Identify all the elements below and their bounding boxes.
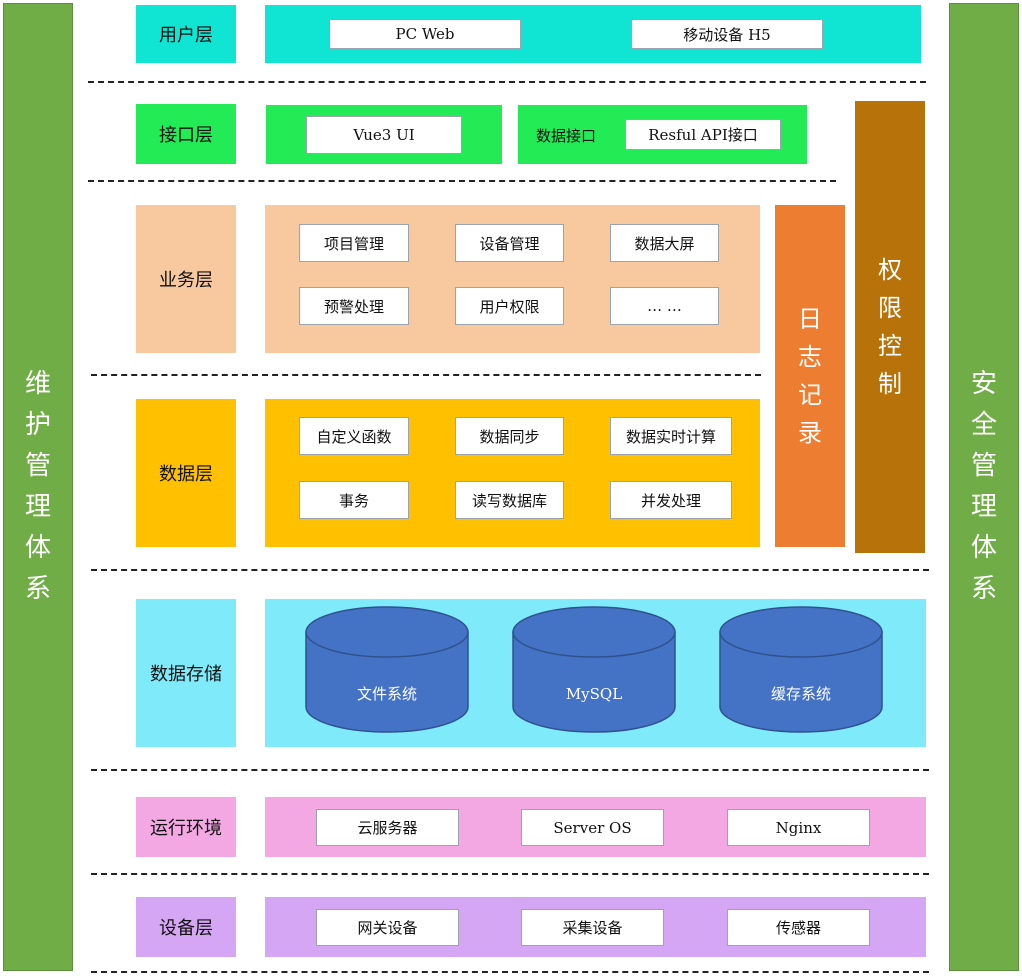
user-layer-label-text: 用户层 — [159, 25, 213, 46]
right-side-char: 系 — [970, 574, 997, 604]
permission-control-bar: 权 限 控 制 — [855, 101, 925, 553]
cylinder-mysql: MySQL — [512, 606, 676, 733]
interface-item-label: Vue3 UI — [353, 126, 415, 144]
data-item-label: 自定义函数 — [316, 427, 392, 446]
runtime-layer-label: 运行环境 — [136, 797, 236, 857]
runtime-item-label: Nginx — [775, 818, 822, 837]
data-item-label: 并发处理 — [640, 491, 701, 510]
left-side-char: 管 — [24, 451, 51, 481]
data-item: 并发处理 — [610, 481, 732, 519]
business-item: 项目管理 — [299, 224, 409, 262]
cylinder-label: 文件系统 — [357, 685, 417, 703]
business-item: … … — [610, 287, 719, 325]
permission-char: 限 — [878, 294, 902, 322]
left-side-bar: 维 护 管 理 体 系 — [3, 3, 73, 971]
business-item-label: 预警处理 — [323, 297, 384, 316]
runtime-item: Server OS — [521, 809, 664, 846]
separator-line — [91, 873, 929, 875]
runtime-item: Nginx — [727, 809, 870, 846]
interface-item-restful-api: Resful API接口 — [625, 119, 781, 150]
data-item-label: 事务 — [338, 491, 369, 510]
separator-line — [91, 769, 929, 771]
permission-char: 权 — [878, 256, 902, 284]
cylinder-cache-system: 缓存系统 — [719, 606, 883, 733]
right-side-char: 理 — [970, 492, 997, 522]
interface-sub-label: 数据接口 — [536, 120, 596, 150]
user-layer-label: 用户层 — [136, 5, 236, 63]
right-side-char: 体 — [970, 533, 997, 563]
business-item: 设备管理 — [455, 224, 564, 262]
right-side-char: 全 — [970, 410, 997, 440]
storage-layer-label-text: 数据存储 — [150, 664, 222, 685]
cylinder-label: MySQL — [566, 685, 622, 703]
device-item-label: 采集设备 — [562, 919, 623, 937]
separator-line — [91, 569, 929, 571]
separator-line — [88, 180, 836, 182]
data-item: 读写数据库 — [455, 481, 564, 519]
separator-line — [88, 81, 926, 83]
interface-layer-label: 接口层 — [136, 104, 236, 164]
data-item: 事务 — [299, 481, 409, 519]
interface-item-label: Resful API接口 — [648, 126, 758, 144]
runtime-item: 云服务器 — [316, 809, 459, 846]
left-side-char: 理 — [24, 492, 51, 522]
user-item-pc-web: PC Web — [329, 19, 521, 49]
left-side-char: 护 — [24, 410, 51, 440]
right-side-bar: 安 全 管 理 体 系 — [949, 3, 1019, 971]
left-side-char: 系 — [24, 574, 51, 604]
separator-line — [91, 374, 761, 376]
business-layer-label-text: 业务层 — [159, 270, 213, 291]
storage-layer-label: 数据存储 — [136, 599, 236, 747]
business-item-label: 项目管理 — [323, 234, 384, 253]
user-item-mobile-h5: 移动设备 H5 — [631, 19, 823, 49]
data-item-label: 数据实时计算 — [625, 427, 716, 446]
log-char: 录 — [798, 419, 822, 447]
permission-char: 制 — [878, 370, 902, 398]
left-side-char: 体 — [24, 533, 51, 563]
business-item-label: 设备管理 — [479, 234, 540, 253]
device-layer-label-text: 设备层 — [159, 918, 213, 939]
device-item-label: 网关设备 — [357, 919, 418, 937]
device-item: 传感器 — [727, 909, 870, 946]
left-side-char: 维 — [24, 369, 51, 399]
data-item: 数据实时计算 — [610, 417, 732, 455]
interface-sub-label-text: 数据接口 — [536, 126, 597, 145]
business-item-label: 用户权限 — [479, 297, 540, 316]
user-item-label: PC Web — [395, 25, 455, 43]
data-item-label: 读写数据库 — [471, 491, 547, 510]
user-item-label: 移动设备 H5 — [683, 25, 771, 44]
data-item-label: 数据同步 — [479, 427, 540, 446]
log-char: 日 — [798, 305, 822, 333]
device-item-label: 传感器 — [775, 919, 821, 937]
runtime-layer-label-text: 运行环境 — [150, 818, 222, 839]
business-item-label: … … — [647, 297, 682, 315]
cylinder-label: 缓存系统 — [771, 685, 831, 703]
device-item: 网关设备 — [316, 909, 459, 946]
log-char: 记 — [798, 381, 822, 409]
log-record-bar: 日 志 记 录 — [775, 205, 845, 547]
data-layer-label-text: 数据层 — [159, 464, 213, 485]
data-item: 自定义函数 — [299, 417, 409, 455]
runtime-item-label: 云服务器 — [357, 819, 418, 837]
interface-item-vue3-ui: Vue3 UI — [306, 116, 462, 154]
data-layer-label: 数据层 — [136, 399, 236, 547]
data-item: 数据同步 — [455, 417, 564, 455]
business-item: 预警处理 — [299, 287, 409, 325]
business-item-label: 数据大屏 — [634, 234, 695, 253]
right-side-char: 安 — [970, 369, 997, 399]
right-side-char: 管 — [970, 451, 997, 481]
business-item: 数据大屏 — [610, 224, 719, 262]
device-item: 采集设备 — [521, 909, 664, 946]
storage-cylinders: 文件系统 MySQL 缓存系统 — [305, 606, 883, 733]
permission-char: 控 — [878, 332, 902, 360]
log-char: 志 — [798, 343, 822, 371]
business-layer-label: 业务层 — [136, 205, 236, 353]
business-item: 用户权限 — [455, 287, 564, 325]
interface-layer-label-text: 接口层 — [159, 125, 213, 146]
cylinder-file-system: 文件系统 — [305, 606, 469, 733]
separator-line — [91, 971, 929, 973]
runtime-item-label: Server OS — [553, 818, 632, 837]
device-layer-label: 设备层 — [136, 897, 236, 957]
